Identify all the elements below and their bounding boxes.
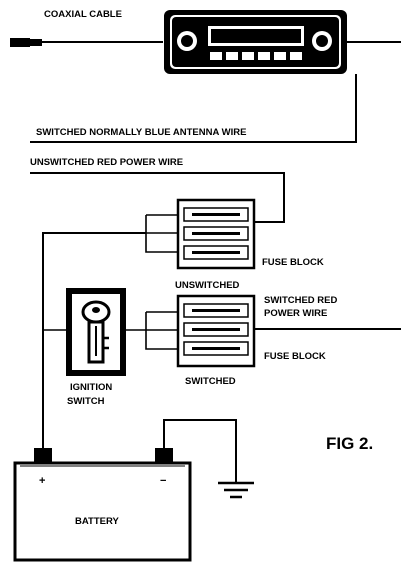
coaxial-cable <box>10 38 163 47</box>
unswitched-power-wire-label: UNSWITCHED RED POWER WIRE <box>30 157 183 168</box>
coaxial-cable-label: COAXIAL CABLE <box>44 9 122 20</box>
battery-positive-wire <box>42 232 146 450</box>
battery-label: BATTERY <box>75 516 119 527</box>
ignition-switch <box>66 288 126 376</box>
switched-feed-wires <box>126 311 178 350</box>
battery-negative-terminal <box>155 448 173 464</box>
battery-positive-terminal <box>34 448 52 464</box>
unswitched-feed-wires <box>145 214 178 253</box>
key-icon <box>81 300 111 364</box>
antenna-wire <box>30 74 357 143</box>
figure-label: FIG 2. <box>326 434 373 453</box>
battery-minus-sign: − <box>160 475 166 487</box>
switched-label: SWITCHED <box>185 376 236 387</box>
switched-red-power-wire-label-2: POWER WIRE <box>264 308 327 319</box>
antenna-wire-label: SWITCHED NORMALLY BLUE ANTENNA WIRE <box>36 127 246 138</box>
fuse-block-bottom-label: FUSE BLOCK <box>264 351 326 362</box>
battery-plus-sign: + <box>39 475 45 487</box>
unswitched-label: UNSWITCHED <box>175 280 240 291</box>
radio-unit <box>164 10 347 74</box>
ignition-switch-label-1: IGNITION <box>70 382 112 393</box>
battery <box>13 448 192 562</box>
switched-red-power-wire-label-1: SWITCHED RED <box>264 295 338 306</box>
ground-icon <box>218 481 254 499</box>
fuse-block-top-label: FUSE BLOCK <box>262 257 324 268</box>
ground-wire <box>163 419 237 483</box>
ignition-switch-label-2: SWITCH <box>67 396 105 407</box>
fuse-block-switched <box>176 294 256 368</box>
fuse-block-unswitched <box>176 198 256 270</box>
radio-preset-buttons <box>210 52 302 60</box>
unswitched-red-power-wire <box>30 172 285 223</box>
